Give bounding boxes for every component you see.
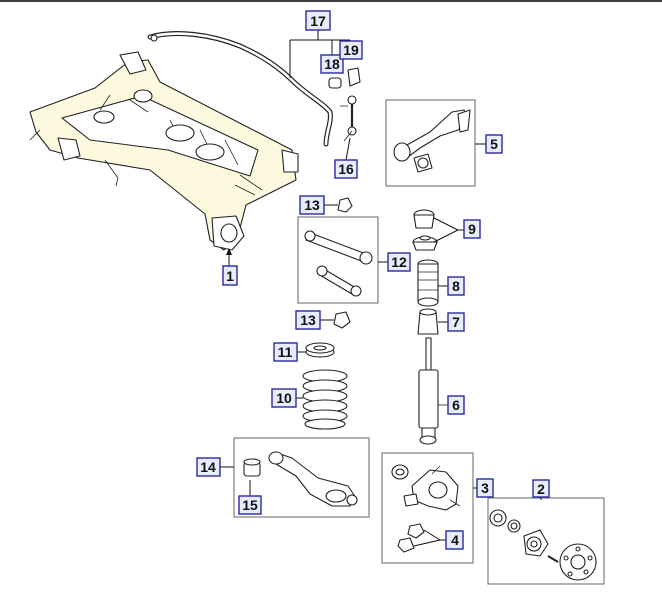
callout-9: 9 xyxy=(463,219,481,239)
callout-19-label: 19 xyxy=(343,42,359,58)
panel-knuckle xyxy=(381,452,474,564)
hub-ring-part xyxy=(507,519,521,533)
subframe-part xyxy=(29,51,299,251)
callout-2-label: 2 xyxy=(537,481,545,497)
dust-cover-part xyxy=(417,259,439,307)
callout-4-label: 4 xyxy=(451,532,459,548)
callout-9-label: 9 xyxy=(468,221,476,237)
callout-18-label: 18 xyxy=(324,56,340,72)
callout-6: 6 xyxy=(447,395,465,415)
callout-16: 16 xyxy=(334,159,358,179)
callout-13-upper: 13 xyxy=(299,195,325,215)
hub-bolt-part xyxy=(547,555,559,563)
callout-7: 7 xyxy=(447,312,465,332)
nut-upper-part xyxy=(337,197,353,213)
callout-1-label: 1 xyxy=(226,268,234,284)
knuckle-part xyxy=(403,465,461,511)
hub-flange-part xyxy=(559,543,597,581)
callout-3-label: 3 xyxy=(481,480,489,496)
callout-12-label: 12 xyxy=(391,254,407,270)
callout-13-upper-label: 13 xyxy=(304,197,320,213)
callout-5: 5 xyxy=(485,134,503,154)
lower-arm-bushing-part xyxy=(243,458,261,477)
hub-seal-part xyxy=(489,509,507,527)
shock-mount-part xyxy=(412,209,438,251)
shock-absorber-part xyxy=(418,337,448,445)
lower-arm-part xyxy=(268,451,358,507)
coil-spring-part xyxy=(302,369,348,430)
panel-trailing-arm xyxy=(385,99,476,187)
lateral-arm-upper-part xyxy=(304,230,373,265)
callout-10-label: 10 xyxy=(276,390,292,406)
callout-11-label: 11 xyxy=(278,344,293,360)
callout-18: 18 xyxy=(320,54,344,74)
knuckle-seal-part xyxy=(391,464,409,480)
callout-7-label: 7 xyxy=(452,314,460,330)
knuckle-nut-part xyxy=(397,523,425,553)
stabilizer-link-part xyxy=(340,95,357,142)
panel-lateral-arms xyxy=(297,216,379,304)
callout-10: 10 xyxy=(271,388,297,408)
stabilizer-bar-part xyxy=(147,31,333,147)
panel-hub xyxy=(487,497,605,585)
callout-17-label: 17 xyxy=(310,13,326,29)
lateral-arm-lower-part xyxy=(316,265,362,297)
callout-16-label: 16 xyxy=(338,161,354,177)
callout-8-label: 8 xyxy=(452,278,460,294)
callout-3: 3 xyxy=(476,478,494,498)
callout-1: 1 xyxy=(222,265,238,286)
callout-15: 15 xyxy=(238,495,262,515)
callout-2: 2 xyxy=(532,479,550,498)
callout-13-lower-label: 13 xyxy=(300,312,316,328)
callout-5-label: 5 xyxy=(490,136,498,152)
callout-12: 12 xyxy=(387,252,411,272)
callout-4: 4 xyxy=(445,530,464,550)
bump-stopper-part xyxy=(417,308,439,335)
callout-14-label: 14 xyxy=(200,459,216,475)
spring-pad-part xyxy=(305,342,335,358)
trailing-arm-part xyxy=(393,109,471,173)
callout-8: 8 xyxy=(447,276,465,296)
callout-15-label: 15 xyxy=(242,497,258,513)
callout-13-lower: 13 xyxy=(295,310,321,330)
callout-14: 14 xyxy=(196,457,221,477)
callout-11: 11 xyxy=(273,342,298,362)
callout-6-label: 6 xyxy=(452,397,460,413)
panel-lower-arm xyxy=(233,437,370,518)
callout-19: 19 xyxy=(339,40,363,60)
hub-bearing-part xyxy=(523,529,549,557)
stabilizer-bushing-part xyxy=(328,67,361,89)
callout-17: 17 xyxy=(305,10,331,31)
nut-lower-part xyxy=(333,311,351,329)
